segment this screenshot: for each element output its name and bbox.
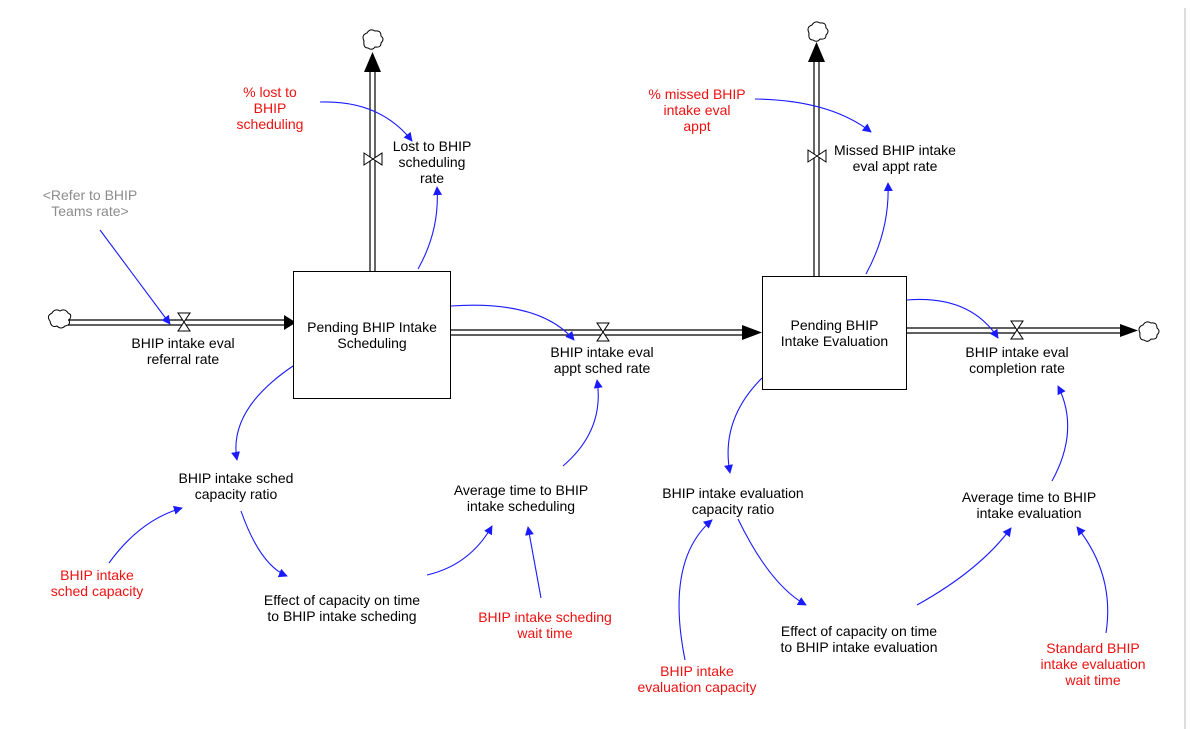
const-pct-missed[interactable]: % missed BHIP intake eval appt <box>648 86 746 134</box>
flow-referral-label[interactable]: BHIP intake eval referral rate <box>131 335 235 367</box>
aux-effect-sched[interactable]: Effect of capacity on time to BHIP intak… <box>263 592 421 624</box>
lost-flow-arrowhead <box>364 52 381 72</box>
lost-valve-icon <box>363 152 383 166</box>
referral-valve-icon <box>177 312 191 332</box>
referral-flow-arrowhead <box>284 315 296 330</box>
link-stock1-to-schedratio <box>231 365 294 461</box>
link-stock1-to-lost <box>417 186 443 270</box>
aux-eval-capacity-ratio[interactable]: BHIP intake evaluation capacity ratio <box>662 485 804 517</box>
link-effect-to-avgeval <box>916 527 1012 606</box>
const-pct-lost[interactable]: % lost to BHIP scheduling <box>236 84 304 132</box>
flow-completion-label[interactable]: BHIP intake eval completion rate <box>965 344 1069 376</box>
link-effect-to-avgtime <box>426 525 493 576</box>
link-stock2-to-evalratio <box>724 377 763 474</box>
appt-sched-valve-icon <box>596 322 610 342</box>
aux-avg-time-sched[interactable]: Average time to BHIP intake scheduling <box>453 482 589 514</box>
link-schedwait-to-avgtime <box>525 526 542 599</box>
missed-flow-arrowhead <box>808 42 825 62</box>
source-cloud-icon <box>47 309 72 329</box>
const-sched-capacity[interactable]: BHIP intake sched capacity <box>50 567 144 599</box>
canvas-right-edge <box>1184 8 1186 729</box>
flow-appt-sched-label[interactable]: BHIP intake eval appt sched rate <box>550 344 654 376</box>
stock-pending-scheduling[interactable]: Pending BHIP Intake Scheduling <box>293 271 451 399</box>
link-teams-to-referral <box>99 229 171 325</box>
link-evalratio-to-effect <box>737 518 807 606</box>
flow-lost-label[interactable]: Lost to BHIP scheduling rate <box>392 138 472 186</box>
aux-effect-eval[interactable]: Effect of capacity on time to BHIP intak… <box>780 623 938 655</box>
link-stock1-to-appt <box>450 304 575 341</box>
link-evalcap-to-evalratio <box>678 519 713 661</box>
completion-valve-icon <box>1010 320 1024 340</box>
link-avgeval-to-completion <box>1051 385 1069 482</box>
stock-pending-evaluation-label: Pending BHIP Intake Evaluation <box>780 317 889 349</box>
link-pctlost-to-lost <box>319 101 413 142</box>
completion-flow-arrowhead <box>1120 324 1138 337</box>
link-stdwait-to-avgeval <box>1076 526 1109 634</box>
missed-valve-icon <box>807 149 827 163</box>
stock-pending-scheduling-label: Pending BHIP Intake Scheduling <box>307 319 437 351</box>
aux-sched-capacity-ratio[interactable]: BHIP intake sched capacity ratio <box>178 470 294 502</box>
sink-cloud-missed-icon <box>807 21 829 42</box>
appt-sched-flow-arrowhead <box>742 325 762 340</box>
const-std-eval-wait[interactable]: Standard BHIP intake evaluation wait tim… <box>1040 640 1146 688</box>
shadow-refer-teams[interactable]: <Refer to BHIP Teams rate> <box>42 187 138 219</box>
link-pctmissed-to-missed <box>754 98 872 133</box>
flow-missed-label[interactable]: Missed BHIP intake eval appt rate <box>834 142 956 174</box>
link-stock2-to-completion <box>906 298 999 339</box>
link-avgtime-to-appt <box>562 379 603 467</box>
link-schedratio-to-effect <box>240 510 288 578</box>
aux-avg-time-eval[interactable]: Average time to BHIP intake evaluation <box>961 489 1097 521</box>
stock-pending-evaluation[interactable]: Pending BHIP Intake Evaluation <box>762 276 907 390</box>
sink-cloud-completion-icon <box>1138 321 1160 342</box>
link-schedcap-to-schedratio <box>108 505 183 564</box>
link-stock2-to-missed <box>865 182 893 275</box>
const-eval-capacity[interactable]: BHIP intake evaluation capacity <box>637 663 757 695</box>
const-sched-wait[interactable]: BHIP intake scheding wait time <box>478 609 612 641</box>
sink-cloud-lost-icon <box>362 29 384 50</box>
